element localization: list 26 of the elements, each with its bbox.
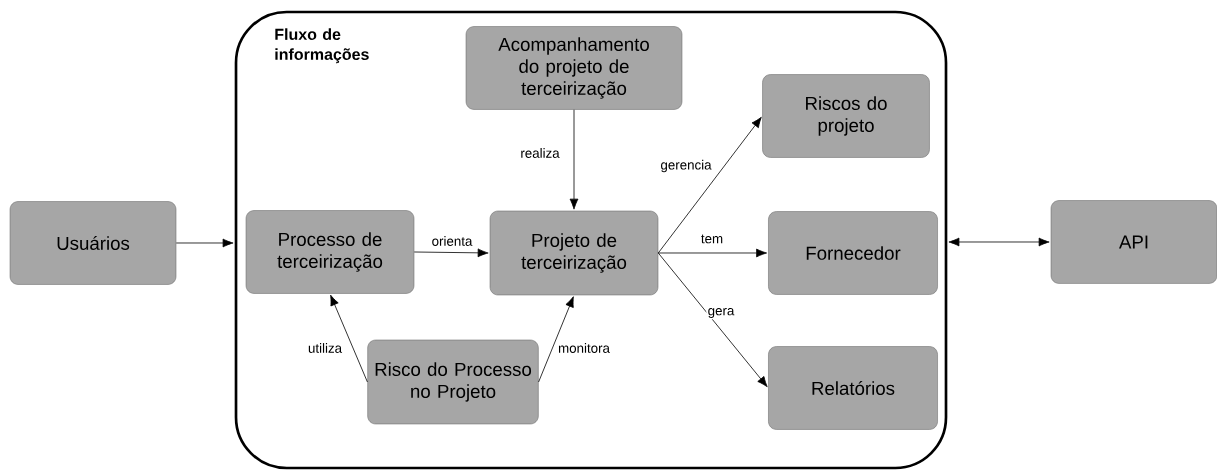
process-box: Processo de terceirização	[245, 210, 415, 294]
edge-label: monitora	[556, 341, 612, 355]
edge-label: realiza	[519, 146, 561, 160]
arrow	[538, 296, 574, 383]
arrow	[413, 248, 489, 258]
arrow	[569, 109, 579, 210]
process-box: Usuários	[9, 201, 177, 285]
panel-heading: Fluxo de informações	[275, 28, 369, 64]
process-box: Riscos do projeto	[762, 74, 930, 158]
process-box: Risco do Processo no Projeto	[367, 339, 539, 425]
process-box: API	[1050, 200, 1217, 284]
arrow	[657, 116, 762, 254]
edge-label: gera	[706, 306, 736, 320]
arrow	[657, 252, 768, 388]
arrow	[175, 238, 234, 248]
process-box: Projeto de terceirização	[489, 210, 659, 296]
edge-label: gerencia	[659, 158, 713, 174]
edge-label: orienta	[430, 234, 474, 248]
edge-label: utiliza	[306, 341, 344, 355]
arrow	[948, 237, 1050, 247]
process-box: Acompanhamento do projeto de terceirização	[465, 26, 683, 110]
arrow	[330, 294, 368, 383]
process-box: Fornecedor	[768, 211, 938, 295]
process-box: Relatórios	[768, 346, 938, 430]
edge-label: tem	[699, 233, 725, 245]
arrow	[657, 248, 767, 258]
